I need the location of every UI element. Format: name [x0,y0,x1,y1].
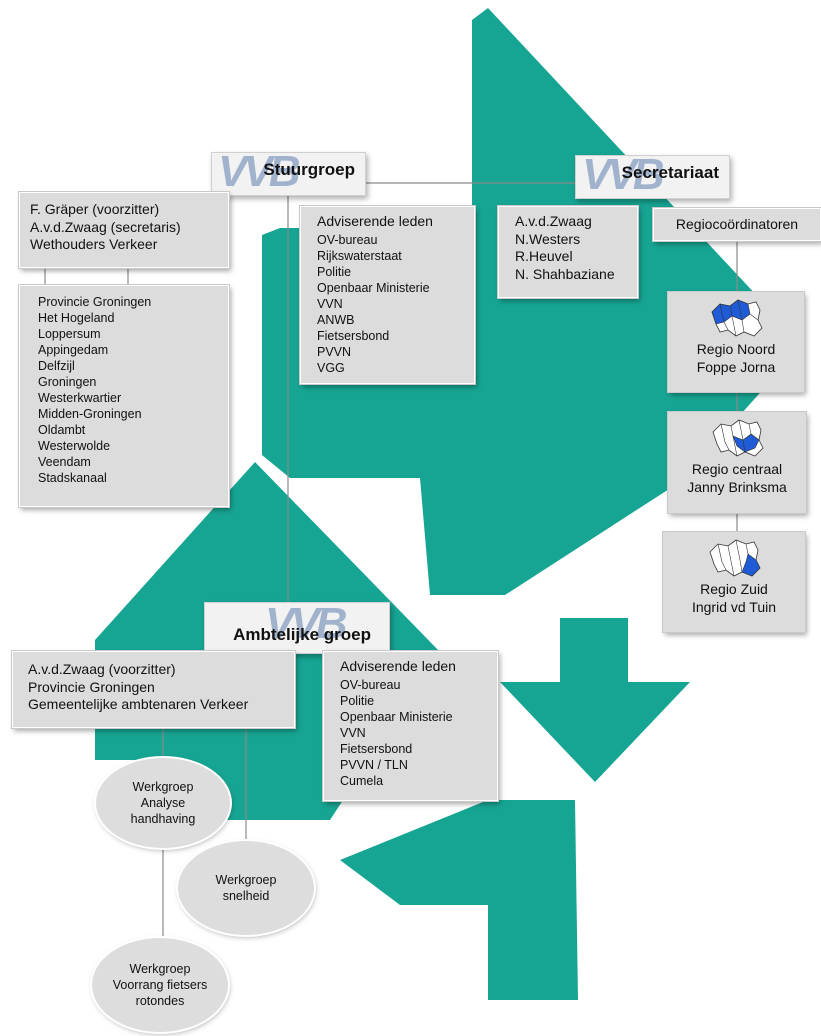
secretariaat-member: N. Shahbaziane [515,265,615,282]
advisory-member: Fietsersbond [317,328,390,343]
secretariaat-header: VVB Secretariaat [575,155,730,199]
workgroup-snelheid: Werkgroep snelheid [178,841,314,935]
secretariaat-member: A.v.d.Zwaag [515,213,592,229]
municipality-item: Westerkwartier [38,391,122,405]
municipality-item: Delfzijl [38,359,75,373]
municipality-item: Loppersum [38,327,101,341]
ambtelijke-advisory-box: Adviserende leden OV-bureau Politie Open… [323,651,498,801]
advisory-member: OV-bureau [340,677,401,692]
stuurgroep-header: VVB Stuurgroep [211,152,366,196]
ambtelijke-member: Provincie Groningen [28,678,155,695]
stuurgroep-member: F. Gräper (voorzitter) [30,201,160,217]
ambtelijke-member: Gemeentelijke ambtenaren Verkeer [28,696,249,712]
advisory-member: PVVN [317,344,352,359]
workgroup-label: Werkgroep [132,779,194,794]
regiocoordinatoren-title: Regiocoördinatoren [675,216,799,232]
secretariaat-member: R.Heuvel [515,248,573,264]
advisory-member: PVVN / TLN [340,757,408,772]
stuurgroep-title: Stuurgroep [263,160,355,179]
region-centraal-person: Janny Brinksma [687,479,787,496]
vvb-logo-watermark: VVB [582,155,665,199]
advisory-member: Politie [317,264,352,279]
workgroup-label: Analyse [140,795,186,810]
region-centraal-name: Regio centraal [691,461,783,477]
region-zuid-box: Regio Zuid Ingrid vd Tuin [663,532,805,632]
advisory-member: Openbaar Ministerie [340,709,453,724]
down-arrow-shape [500,618,690,782]
municipalities-box: Provincie Groningen Het Hogeland Loppers… [19,285,229,507]
workgroup-voorrang-fietsers: Werkgroep Voorrang fietsers rotondes [92,938,228,1032]
secretariaat-member: N.Westers [515,230,581,247]
municipality-item: Veendam [38,455,91,469]
municipality-item: Groningen [38,375,97,389]
advisory-member: ANWB [317,312,355,327]
ambtelijke-member: A.v.d.Zwaag (voorzitter) [28,661,176,677]
region-zuid-person: Ingrid vd Tuin [691,599,777,616]
advisory-member: Fietsersbond [340,741,413,756]
workgroup-label: Werkgroep [129,961,191,976]
top-arrow-shape [262,8,803,595]
vvb-logo-watermark: VVB [218,152,301,196]
municipality-item: Het Hogeland [38,311,115,325]
bottom-arrow-shape [340,800,578,1000]
municipality-item: Appingedam [38,343,109,357]
region-centraal-box: Regio centraal Janny Brinksma [668,412,806,513]
ambtelijke-members-box: A.v.d.Zwaag (voorzitter) Provincie Groni… [12,651,295,728]
region-zuid-name: Regio Zuid [700,581,768,597]
ambtelijke-advisory-title: Adviserende leden [340,658,456,674]
municipality-item: Provincie Groningen [38,295,152,309]
secretariaat-members-box: A.v.d.Zwaag N.Westers R.Heuvel N. Shahba… [498,206,638,298]
municipality-item: Stadskanaal [38,471,107,485]
ambtelijke-title: Ambtelijke groep [233,625,371,644]
municipality-item: Midden-Groningen [38,407,142,421]
advisory-member: Politie [340,693,375,708]
advisory-member: Cumela [340,773,384,788]
regiocoordinatoren-box: Regiocoördinatoren [653,208,821,241]
workgroup-label: Werkgroep [215,872,277,887]
municipality-item: Westerwolde [38,439,111,453]
stuurgroep-advisory-box: Adviserende leden OV-bureau Rijkswaterst… [300,206,475,384]
vvb-logo-watermark: VVB [265,602,348,648]
region-noord-person: Foppe Jorna [696,359,776,376]
advisory-member: OV-bureau [317,232,378,247]
advisory-member: Openbaar Ministerie [317,280,430,295]
workgroup-label: snelheid [222,889,270,903]
stuurgroep-members-box: F. Gräper (voorzitter) A.v.d.Zwaag (secr… [19,192,229,268]
workgroup-label: handhaving [130,812,196,827]
stuurgroep-member: A.v.d.Zwaag (secretaris) [30,218,181,235]
groningen-map-north-highlighted-icon [711,299,763,337]
advisory-member: Rijkswaterstaat [317,248,402,263]
workgroup-analyse-handhaving: Werkgroep Analyse handhaving [96,758,230,848]
workgroup-label: Voorrang fietsers [112,977,208,992]
region-noord-box: Regio Noord Foppe Jorna [668,292,804,392]
secretariaat-title: Secretariaat [621,163,719,182]
advisory-member: VVN [317,296,343,311]
ambtelijke-header: VVB Ambtelijke groep [204,602,390,654]
advisory-member: VGG [317,360,345,375]
groningen-map-central-highlighted-icon [712,419,764,457]
municipality-item: Oldambt [38,423,86,437]
advisory-member: VVN [340,725,366,740]
workgroup-label: rotondes [135,994,185,1009]
stuurgroep-member: Wethouders Verkeer [30,236,158,252]
region-noord-name: Regio Noord [696,341,776,357]
stuurgroep-advisory-title: Adviserende leden [317,213,433,229]
groningen-map-south-highlighted-icon [709,539,761,577]
